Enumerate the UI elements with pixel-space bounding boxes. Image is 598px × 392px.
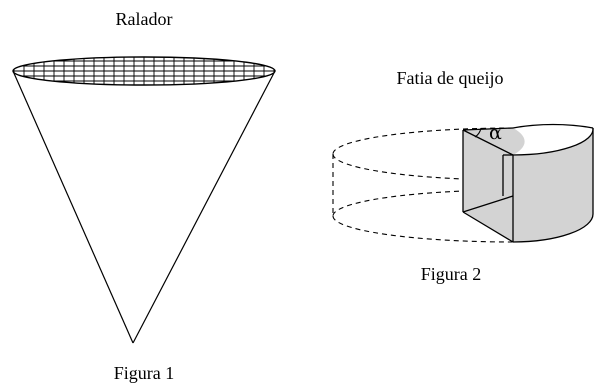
figure-1-cone: Ralador: [12, 9, 276, 383]
slice-edges: [462, 123, 594, 243]
angle-arc: [474, 127, 482, 138]
figure-2-top-label: Fatia de queijo: [397, 68, 504, 88]
figure-1-caption: Figura 1: [114, 363, 175, 383]
cone-right-side: [132, 70, 276, 344]
angle-alpha-label: α: [489, 122, 502, 144]
slice-top-face: [463, 128, 525, 155]
slice-outer-face: [513, 128, 594, 242]
cone-left-side: [12, 70, 134, 344]
figure-2-cylinder: Fatia de queijo: [332, 68, 594, 284]
figure-2-caption: Figura 2: [421, 264, 482, 284]
slice-cut-face-left: [463, 130, 513, 242]
figure-1-top-label: Ralador: [116, 9, 173, 29]
